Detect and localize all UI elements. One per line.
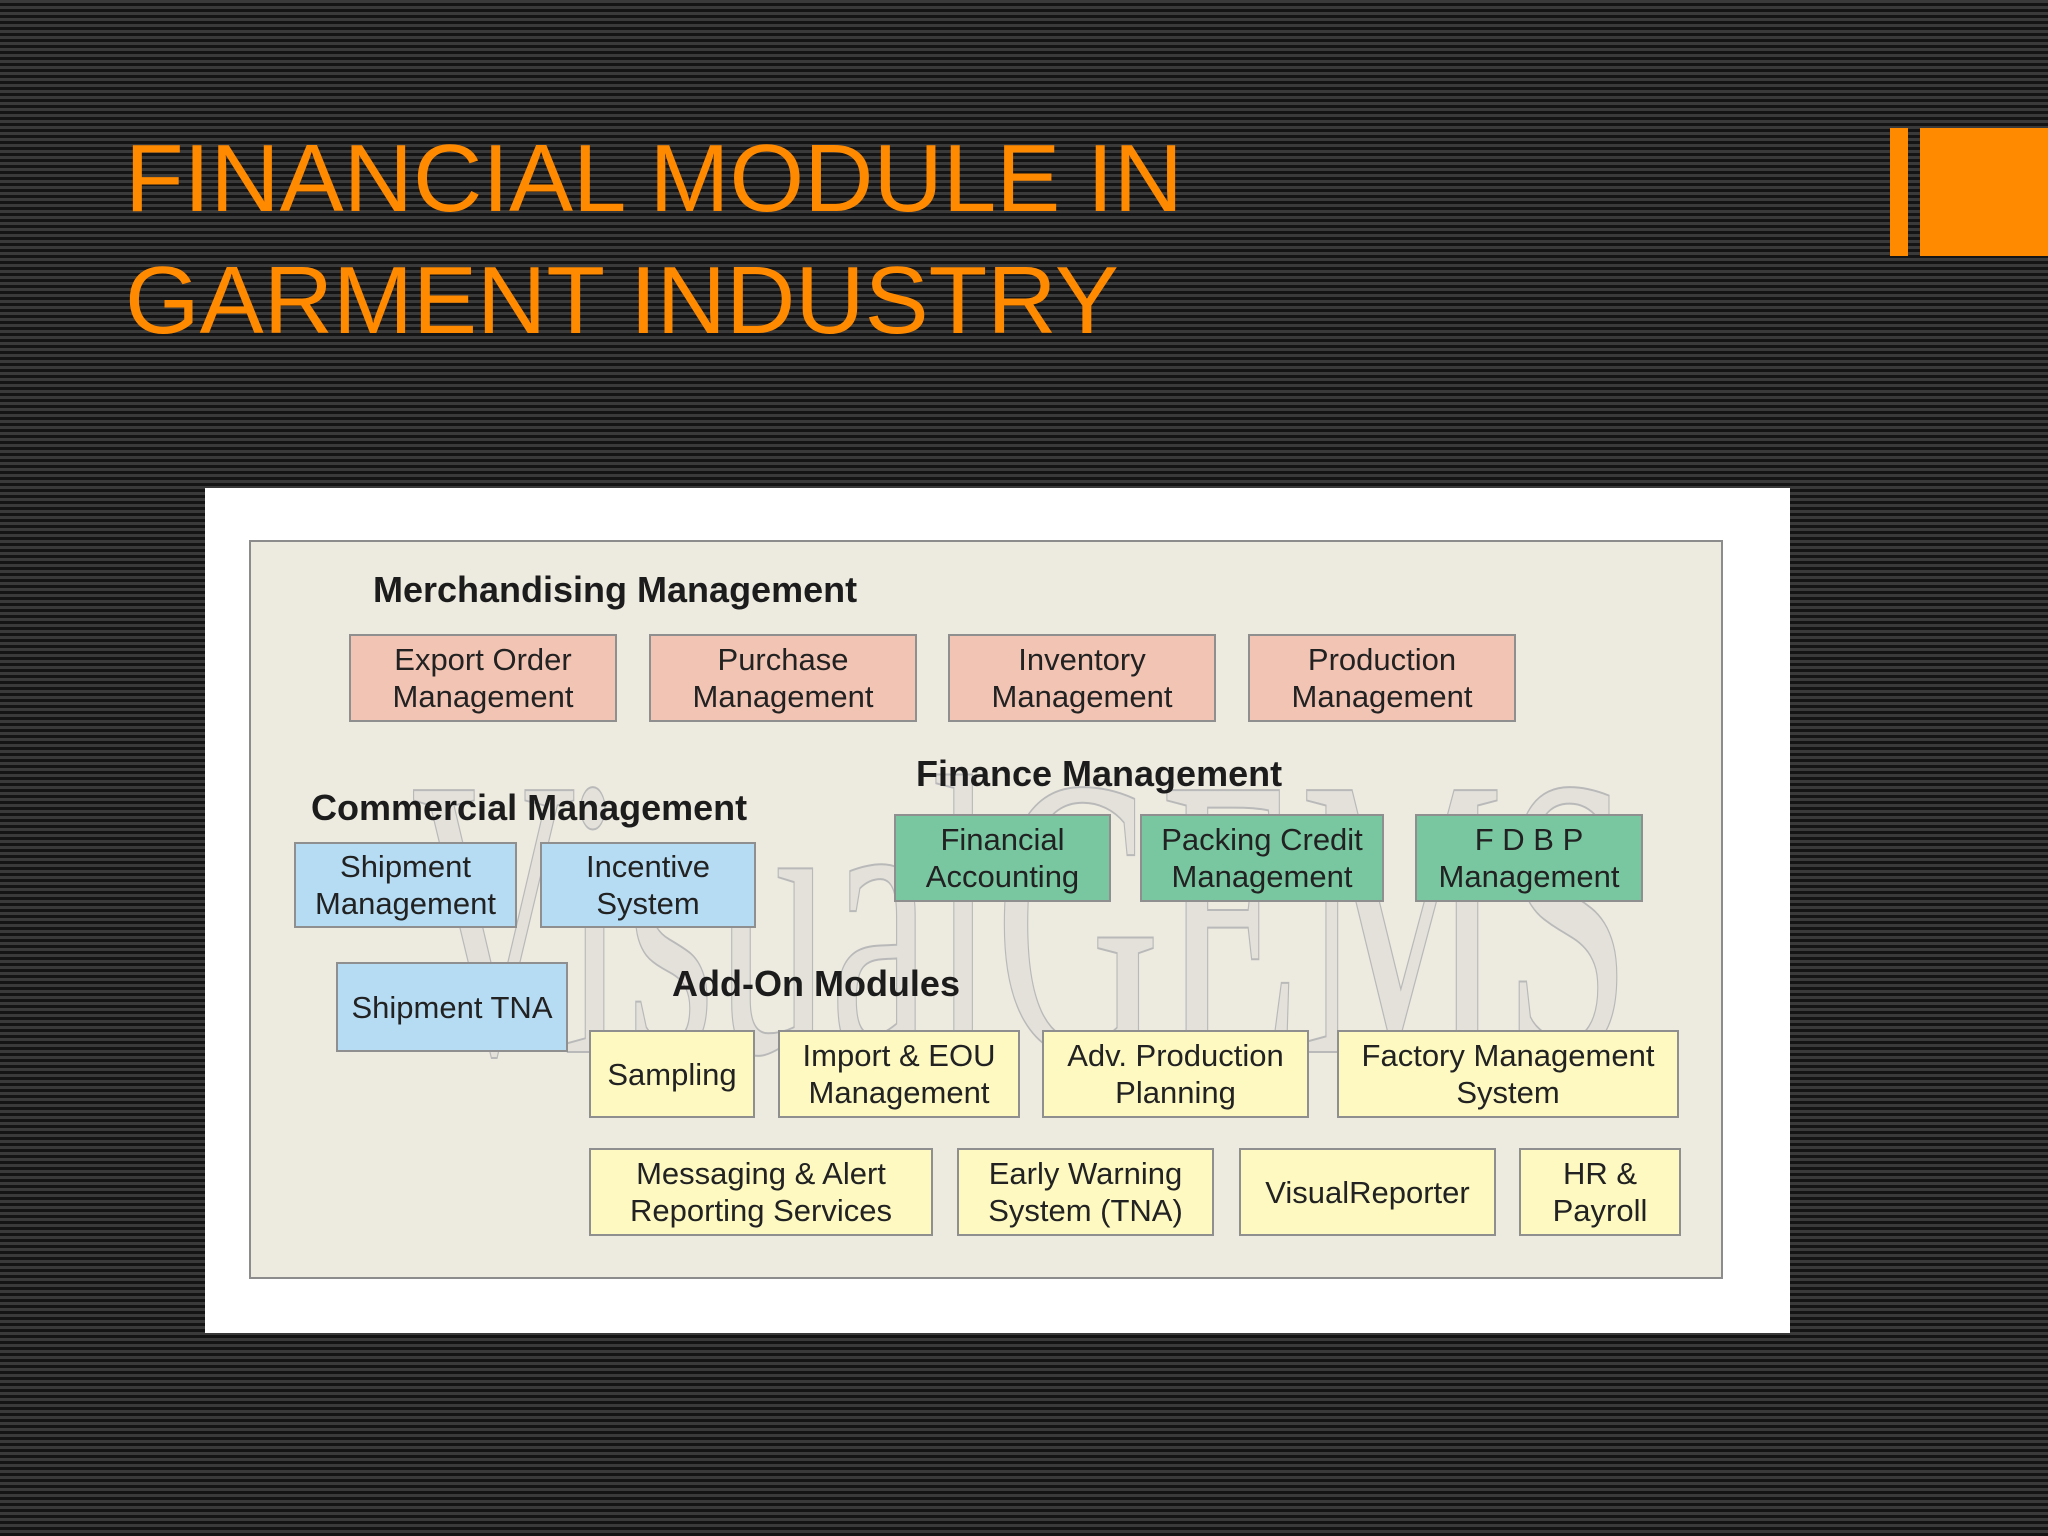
merchandising-group-title: Merchandising Management	[373, 569, 858, 610]
module-adv-production-planning: Adv. Production Planning	[1042, 1030, 1309, 1118]
module-diagram-panel: VisualGEMS Merchandising Management Expo…	[249, 540, 1723, 1279]
slide-title-line-1: FINANCIAL MODULE IN	[125, 125, 1183, 232]
module-packing-credit-management: Packing Credit Management	[1140, 814, 1384, 902]
module-shipment-tna: Shipment TNA	[336, 962, 568, 1052]
module-inventory-management: Inventory Management	[948, 634, 1216, 722]
module-production-management: Production Management	[1248, 634, 1516, 722]
module-visual-reporter: VisualReporter	[1239, 1148, 1496, 1236]
commercial-group-title: Commercial Management	[311, 787, 748, 828]
finance-group-title: Finance Management	[916, 753, 1283, 794]
module-export-order-management: Export Order Management	[349, 634, 617, 722]
module-hr-payroll: HR & Payroll	[1519, 1148, 1681, 1236]
module-incentive-system: Incentive System	[540, 842, 756, 928]
addon-group-title: Add-On Modules	[672, 963, 960, 1004]
module-financial-accounting: Financial Accounting	[894, 814, 1111, 902]
diagram-image-frame: VisualGEMS Merchandising Management Expo…	[205, 488, 1790, 1333]
module-sampling: Sampling	[589, 1030, 755, 1118]
module-factory-management-system: Factory Management System	[1337, 1030, 1679, 1118]
corner-accent-decoration	[1890, 128, 2048, 256]
module-messaging-alert-reporting-services: Messaging & Alert Reporting Services	[589, 1148, 933, 1236]
module-shipment-management: Shipment Management	[294, 842, 517, 928]
accent-thick-bar	[1920, 128, 2048, 256]
slide-title: FINANCIAL MODULE IN GARMENT INDUSTRY	[125, 118, 1725, 362]
module-purchase-management: Purchase Management	[649, 634, 917, 722]
slide-title-line-2: GARMENT INDUSTRY	[125, 247, 1119, 354]
module-import-eou-management: Import & EOU Management	[778, 1030, 1020, 1118]
module-fdbp-management: F D B P Management	[1415, 814, 1643, 902]
accent-thin-bar	[1890, 128, 1908, 256]
module-early-warning-system: Early Warning System (TNA)	[957, 1148, 1214, 1236]
